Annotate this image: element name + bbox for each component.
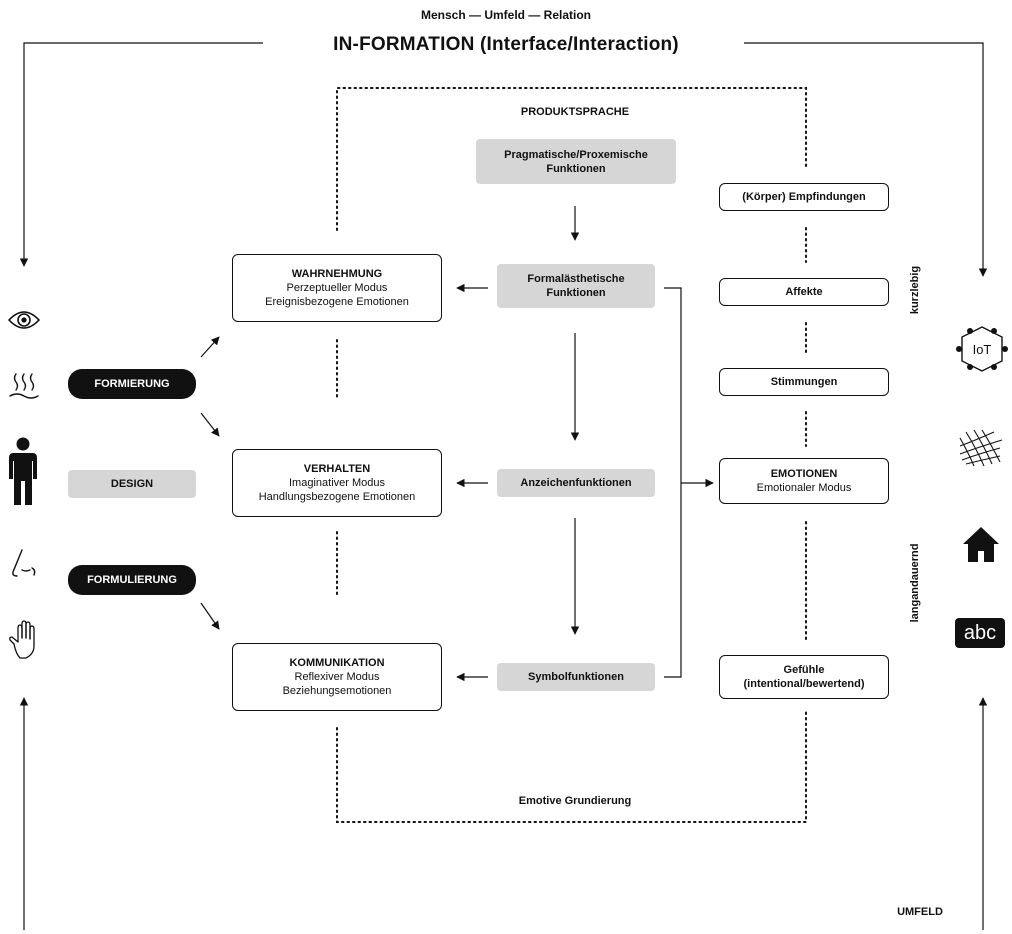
kommunikation-title: KOMMUNIKATION xyxy=(289,657,385,669)
koerper-empfindungen-box: (Körper) Empfindungen xyxy=(719,183,889,211)
arrow-formulierung-kommunikation xyxy=(200,602,220,630)
formulierung-label: FORMULIERUNG xyxy=(87,574,177,586)
gefuehle-line2: (intentional/bewertend) xyxy=(743,678,865,690)
koerper-empfindungen-label: (Körper) Empfindungen xyxy=(742,191,866,203)
kommunikation-line1: Reflexiver Modus xyxy=(294,671,380,683)
formalaesthetische-funktionen-box: Formalästhetische Funktionen xyxy=(497,264,655,308)
hand-icon xyxy=(9,620,35,659)
iot-icon: IoT xyxy=(956,326,1008,372)
formulierung-pill: FORMULIERUNG xyxy=(68,565,196,595)
affekte-label: Affekte xyxy=(785,286,823,298)
anzeichenfunktionen-box: Anzeichenfunktionen xyxy=(497,469,655,497)
frame-bottom xyxy=(336,711,807,823)
abc-text: abc xyxy=(963,621,997,644)
diagram-subtitle: Mensch — Umfeld — Relation xyxy=(420,8,592,22)
top-right-bracket-arrow xyxy=(744,42,988,277)
formalaesthetische-line1: Formalästhetische xyxy=(527,273,625,285)
wahrnehmung-title: WAHRNEHMUNG xyxy=(291,268,383,280)
abc-icon: abc xyxy=(955,618,1005,648)
kommunikation-box: KOMMUNIKATION Reflexiver Modus Beziehung… xyxy=(232,643,442,711)
wahrnehmung-line2: Ereignisbezogene Emotionen xyxy=(265,296,409,308)
frame-top xyxy=(336,87,807,231)
verhalten-line1: Imaginativer Modus xyxy=(289,477,385,489)
eye-icon xyxy=(7,311,41,329)
functions-bracket xyxy=(664,287,682,678)
umfeld-label: UMFELD xyxy=(897,906,943,918)
wahrnehmung-line1: Perzeptueller Modus xyxy=(286,282,388,294)
house-icon xyxy=(963,527,999,562)
person-icon xyxy=(9,437,37,505)
verhalten-box: VERHALTEN Imaginativer Modus Handlungsbe… xyxy=(232,449,442,517)
emotionen-title: EMOTIONEN xyxy=(770,468,838,480)
pragmatische-funktionen-line1: Pragmatische/Proxemische xyxy=(504,148,648,161)
top-left-bracket-arrow xyxy=(19,42,263,267)
frame-top-label: PRODUKTSPRACHE xyxy=(520,106,630,118)
gefuehle-box: Gefühle (intentional/bewertend) xyxy=(719,655,889,699)
symbolfunktionen-box: Symbolfunktionen xyxy=(497,663,655,691)
pragmatische-funktionen-box: Pragmatische/Proxemische Funktionen xyxy=(476,139,676,184)
kurzlebig-label: kurzlebig xyxy=(909,265,921,315)
pragmatische-funktionen-line2: Funktionen xyxy=(546,162,606,175)
formierung-pill: FORMIERUNG xyxy=(68,369,196,399)
symbolfunktionen-label: Symbolfunktionen xyxy=(528,671,624,683)
arrow-formierung-wahrnehmung xyxy=(200,336,220,358)
frame-bottom-label: Emotive Grundierung xyxy=(518,795,632,807)
stimmungen-box: Stimmungen xyxy=(719,368,889,396)
iot-text: IoT xyxy=(973,342,992,357)
formalaesthetische-line2: Funktionen xyxy=(546,287,606,299)
emotionen-box: EMOTIONEN Emotionaler Modus xyxy=(719,458,889,504)
wahrnehmung-box: WAHRNEHMUNG Perzeptueller Modus Ereignis… xyxy=(232,254,442,322)
mesh-icon xyxy=(959,429,1003,467)
verhalten-title: VERHALTEN xyxy=(303,463,371,475)
verhalten-line2: Handlungsbezogene Emotionen xyxy=(258,491,416,503)
design-label: DESIGN xyxy=(110,478,154,490)
nose-icon xyxy=(12,549,36,577)
design-pill: DESIGN xyxy=(68,470,196,498)
heat-waves-icon xyxy=(9,373,39,399)
emotionen-line1: Emotionaler Modus xyxy=(756,482,852,494)
affekte-box: Affekte xyxy=(719,278,889,306)
gefuehle-line1: Gefühle xyxy=(783,664,825,676)
kommunikation-line2: Beziehungsemotionen xyxy=(282,685,392,697)
langandauernd-label: langandauernd xyxy=(909,543,921,623)
arrow-formierung-verhalten xyxy=(200,412,220,437)
stimmungen-label: Stimmungen xyxy=(770,376,838,388)
anzeichenfunktionen-label: Anzeichenfunktionen xyxy=(520,477,632,489)
diagram-title: IN-FORMATION (Interface/Interaction) xyxy=(333,34,679,55)
formierung-label: FORMIERUNG xyxy=(94,378,170,390)
